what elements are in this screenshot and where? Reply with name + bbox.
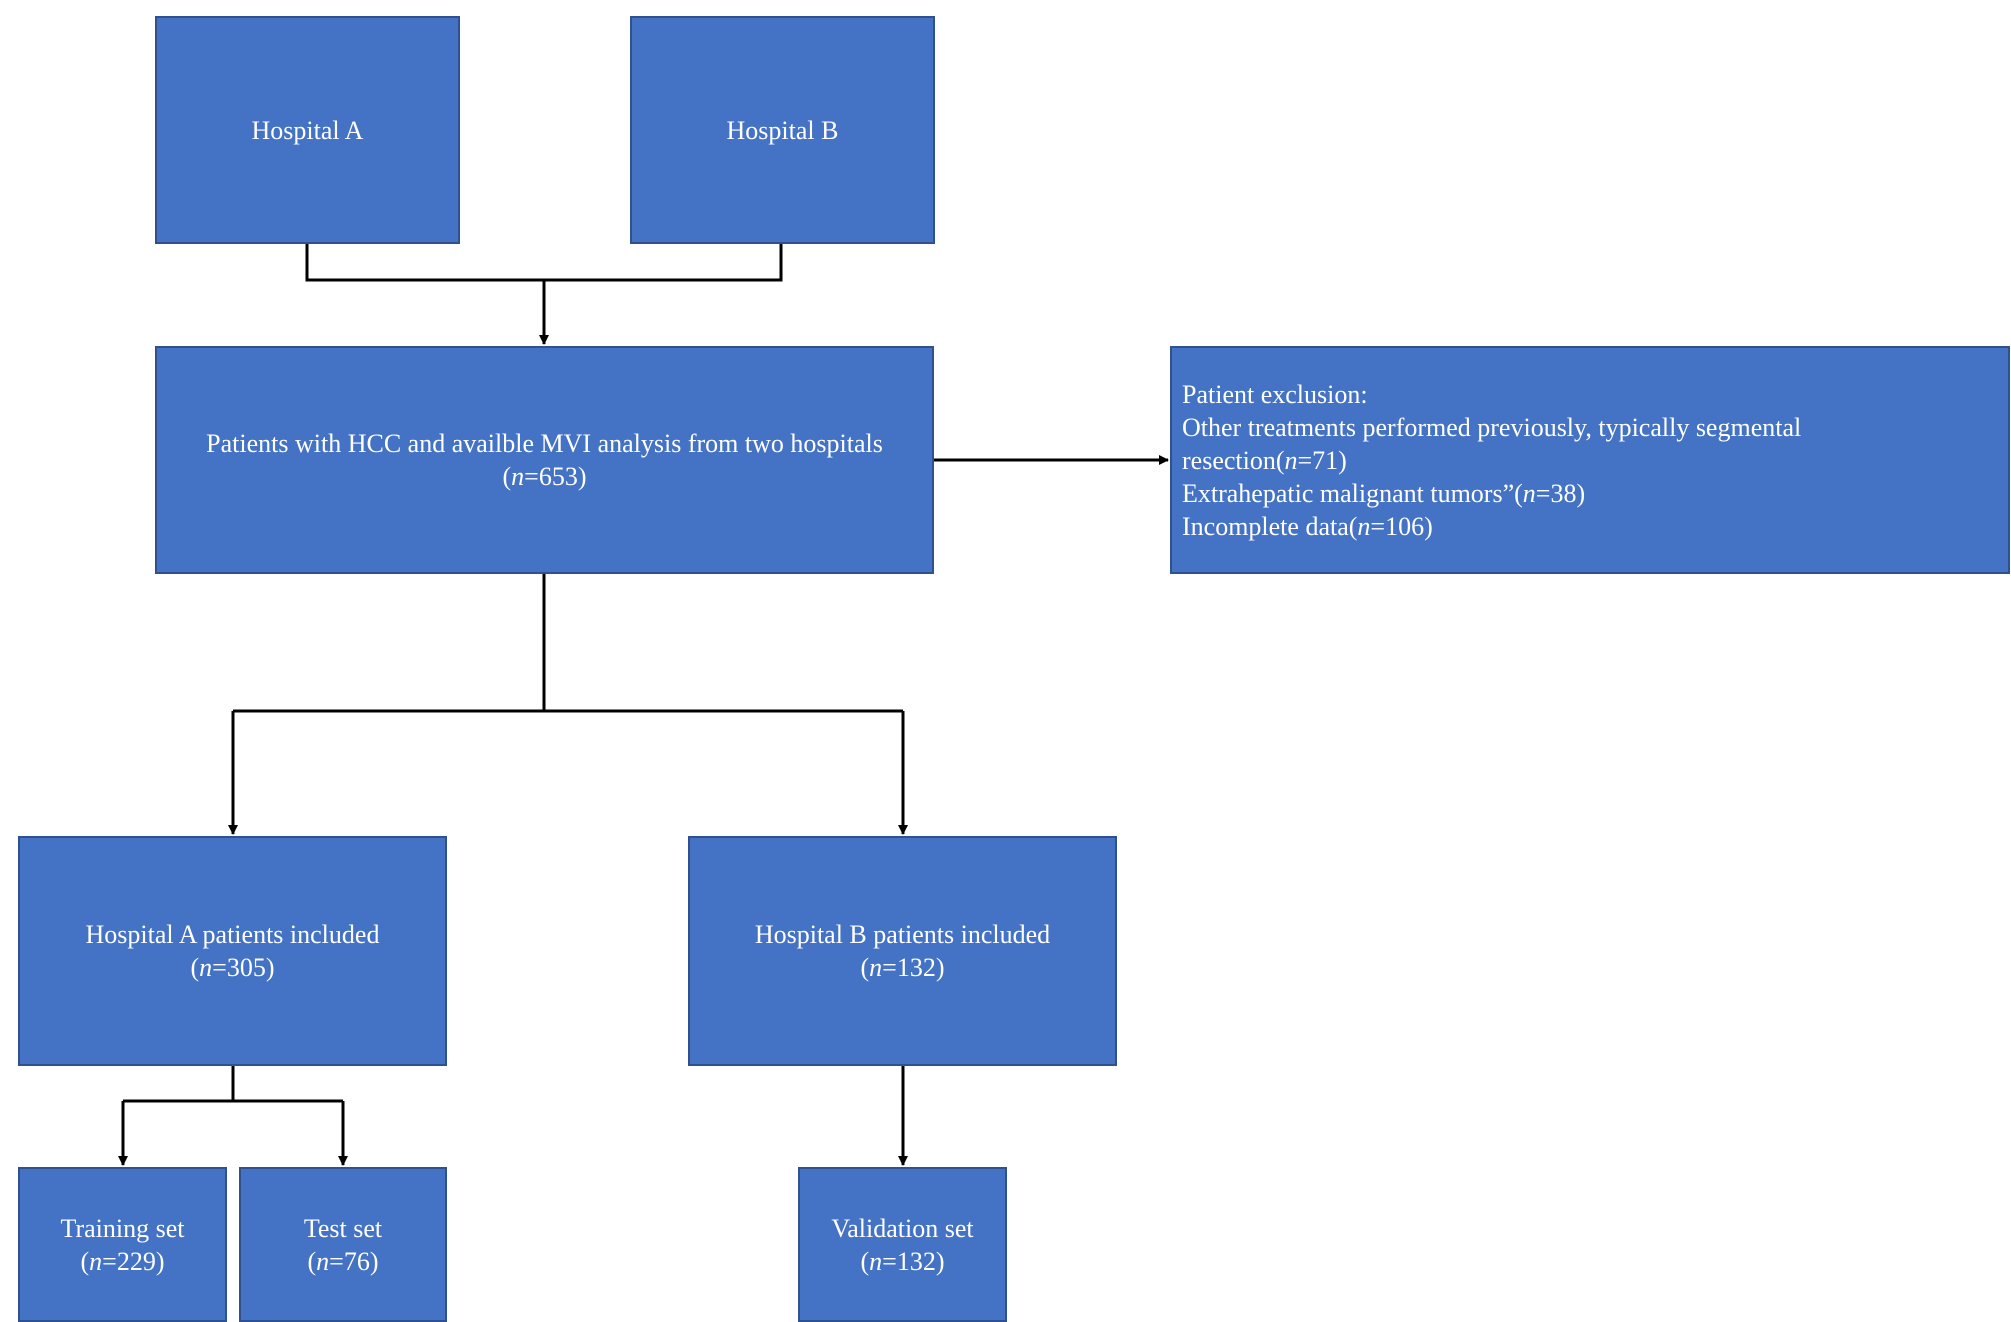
count-value: =229) bbox=[102, 1246, 165, 1276]
validation-set-label: Validation set bbox=[831, 1213, 974, 1243]
patients-all-box: Patients with HCC and availble MVI analy… bbox=[155, 346, 934, 574]
test-set-label: Test set bbox=[303, 1213, 383, 1243]
hospital-b-box: Hospital B bbox=[630, 16, 935, 244]
count-n: n bbox=[869, 1246, 883, 1276]
item-3-prefix: Incomplete data( bbox=[1182, 511, 1358, 541]
count-prefix: ( bbox=[307, 1246, 317, 1276]
exclusion-box: Patient exclusion: Other treatments perf… bbox=[1170, 346, 2010, 574]
connector-hospital-a-split bbox=[123, 1066, 235, 1103]
training-set-label: Training set bbox=[60, 1213, 185, 1243]
count-value: =132) bbox=[882, 1246, 945, 1276]
count-prefix: ( bbox=[502, 462, 512, 491]
training-set-count: (n=229) bbox=[81, 1245, 165, 1278]
hospital-b-included-label: Hospital B patients included bbox=[754, 920, 1051, 949]
patients-all-count: (n=653) bbox=[503, 460, 587, 493]
connector-patients-split bbox=[233, 574, 546, 713]
test-set-count: (n=76) bbox=[308, 1245, 379, 1278]
count-n: n bbox=[199, 953, 213, 982]
item-1-prefix: resection( bbox=[1182, 445, 1285, 475]
count-prefix: ( bbox=[80, 1246, 90, 1276]
item-2-suffix: =38) bbox=[1535, 478, 1586, 508]
count-value: =132) bbox=[882, 953, 945, 982]
hospital-a-included-count: (n=305) bbox=[191, 951, 275, 984]
patients-all-label: Patients with HCC and availble MVI analy… bbox=[206, 429, 883, 458]
count-value: =76) bbox=[329, 1246, 379, 1276]
item-1-suffix: =71) bbox=[1297, 445, 1347, 475]
item-2-prefix: Extrahepatic malignant tumors”( bbox=[1182, 478, 1523, 508]
validation-set-count: (n=132) bbox=[861, 1245, 945, 1278]
test-set-box: Test set (n=76) bbox=[239, 1167, 447, 1322]
exclusion-item-2: Extrahepatic malignant tumors”(n=38) bbox=[1182, 477, 1585, 510]
hospital-b-label: Hospital B bbox=[726, 115, 839, 145]
count-value: =305) bbox=[212, 953, 275, 982]
item-1-n: n bbox=[1284, 445, 1298, 475]
hospital-a-label: Hospital A bbox=[251, 115, 364, 145]
validation-set-box: Validation set (n=132) bbox=[798, 1167, 1007, 1322]
training-set-box: Training set (n=229) bbox=[18, 1167, 227, 1322]
count-prefix: ( bbox=[860, 1246, 870, 1276]
item-3-suffix: =106) bbox=[1370, 511, 1433, 541]
exclusion-title: Patient exclusion: bbox=[1182, 379, 1368, 409]
count-prefix: ( bbox=[860, 953, 870, 982]
count-n: n bbox=[511, 462, 525, 491]
count-n: n bbox=[869, 953, 883, 982]
hospital-a-included-box: Hospital A patients included (n=305) bbox=[18, 836, 447, 1066]
hospital-a-included-label: Hospital A patients included bbox=[85, 920, 380, 949]
count-value: =653) bbox=[524, 462, 587, 491]
hospital-b-included-count: (n=132) bbox=[861, 951, 945, 984]
exclusion-item-1-line-1: Other treatments performed previously, t… bbox=[1182, 412, 1802, 442]
hospital-a-box: Hospital A bbox=[155, 16, 460, 244]
exclusion-item-3: Incomplete data(n=106) bbox=[1182, 510, 1433, 543]
exclusion-item-1-line-2: resection(n=71) bbox=[1182, 444, 1347, 477]
count-n: n bbox=[89, 1246, 103, 1276]
item-2-n: n bbox=[1522, 478, 1536, 508]
count-n: n bbox=[316, 1246, 330, 1276]
connector-hospitals-merge bbox=[305, 244, 783, 282]
item-3-n: n bbox=[1357, 511, 1371, 541]
hospital-b-included-box: Hospital B patients included (n=132) bbox=[688, 836, 1117, 1066]
count-prefix: ( bbox=[190, 953, 200, 982]
